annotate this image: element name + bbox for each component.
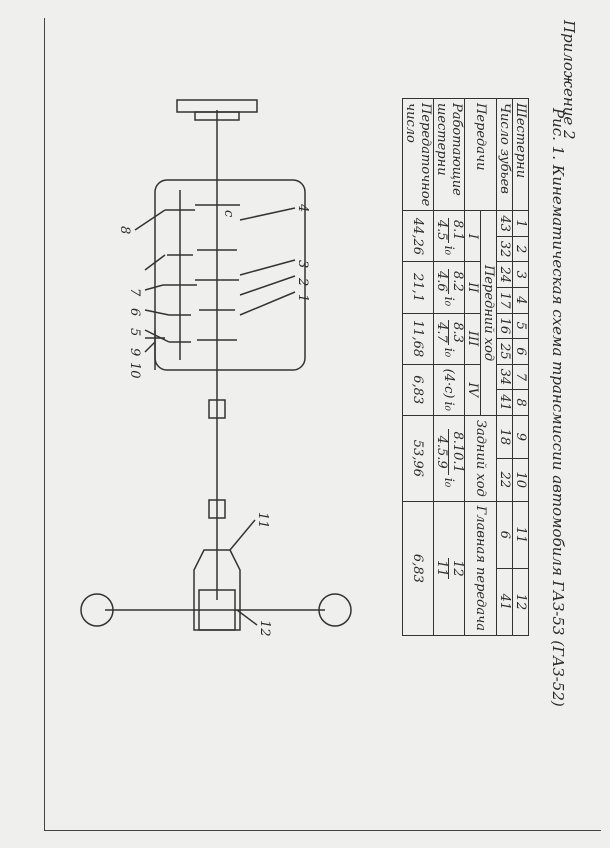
- scheme-label: 5: [127, 328, 142, 336]
- rotated-content: Рис. 1. Кинематическая схема трансмиссии…: [80, 80, 575, 780]
- page-frame: [44, 18, 601, 831]
- gearbox-housing: [154, 179, 306, 371]
- scheme-label: 1: [295, 294, 310, 302]
- wheel-left: [318, 593, 352, 627]
- scheme-label: 6: [127, 308, 142, 316]
- scheme-label: 7: [127, 288, 142, 297]
- scheme-label: 4: [295, 203, 310, 212]
- scheme-label: 8: [117, 226, 132, 234]
- rear-axle-housing: [193, 549, 241, 631]
- scheme-label: c: [221, 210, 236, 218]
- scheme-label: 2: [295, 277, 310, 286]
- scheme-label: 3: [295, 260, 310, 268]
- kinematic-scheme: 1 2 3 4 c 5 6 7 8 9 10 11 12: [80, 99, 352, 637]
- wheel-right: [80, 593, 114, 627]
- scheme-label: 11: [255, 512, 270, 529]
- scheme-label: 9: [127, 348, 142, 356]
- scheme-label: 10: [127, 362, 142, 379]
- scheme-label: 12: [257, 620, 272, 637]
